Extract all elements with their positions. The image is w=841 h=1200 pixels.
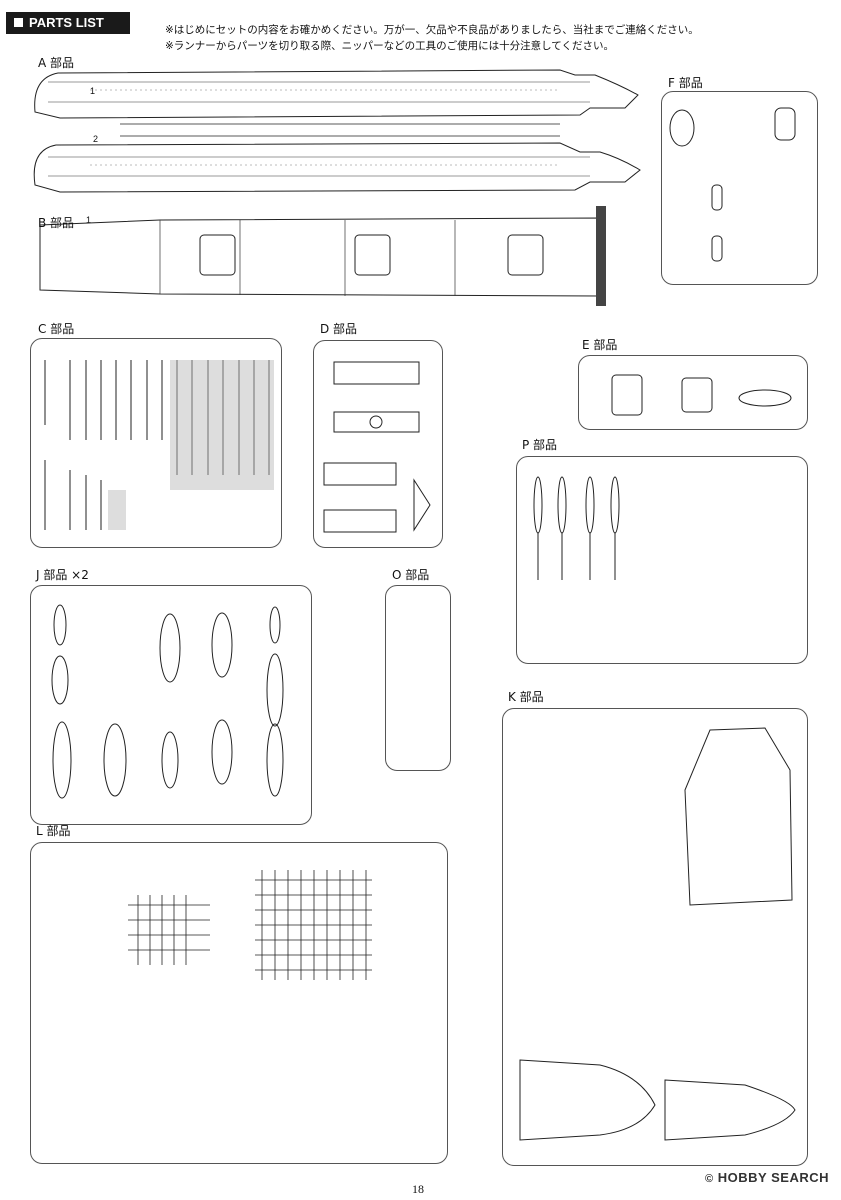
page-number: 18 [412, 1182, 424, 1196]
panel-k [502, 708, 808, 1166]
panel-j [30, 585, 312, 825]
section-b-label: B 部品 [38, 216, 75, 230]
section-f-label: F 部品 [668, 76, 703, 90]
panel-d [313, 340, 443, 548]
part-b1-number: 1 [86, 215, 92, 225]
panel-e [578, 355, 808, 430]
panel-l [30, 842, 448, 1164]
copyright-icon: © [705, 1173, 714, 1185]
note-line-2: ※ランナーからパーツを切り取る際、ニッパーなどの工具のご使用には十分注意してくだ… [165, 40, 614, 52]
part-a1-number: 1 [90, 86, 96, 96]
panel-c [30, 338, 282, 548]
section-d-label: D 部品 [320, 322, 358, 336]
section-a-label: A 部品 [38, 56, 75, 70]
note-line-1: ※はじめにセットの内容をお確かめください。万が一、欠品や不良品がありましたら、当… [165, 24, 699, 36]
section-l-label: L 部品 [36, 824, 71, 838]
section-k-label: K 部品 [508, 690, 544, 704]
watermark-text: HOBBY SEARCH [717, 1170, 829, 1185]
part-a2-number: 2 [93, 134, 99, 144]
section-j-label: J 部品 ×2 [36, 568, 89, 582]
section-p-label: P 部品 [522, 438, 558, 452]
panel-f [661, 91, 818, 285]
header-title: PARTS LIST [29, 15, 104, 30]
section-c-label: C 部品 [38, 322, 75, 336]
section-e-label: E 部品 [582, 338, 618, 352]
watermark: © HOBBY SEARCH [705, 1170, 829, 1185]
parts-list-header: PARTS LIST [6, 12, 130, 34]
section-o-label: O 部品 [392, 568, 430, 582]
panel-p [516, 456, 808, 664]
panel-o [385, 585, 451, 771]
